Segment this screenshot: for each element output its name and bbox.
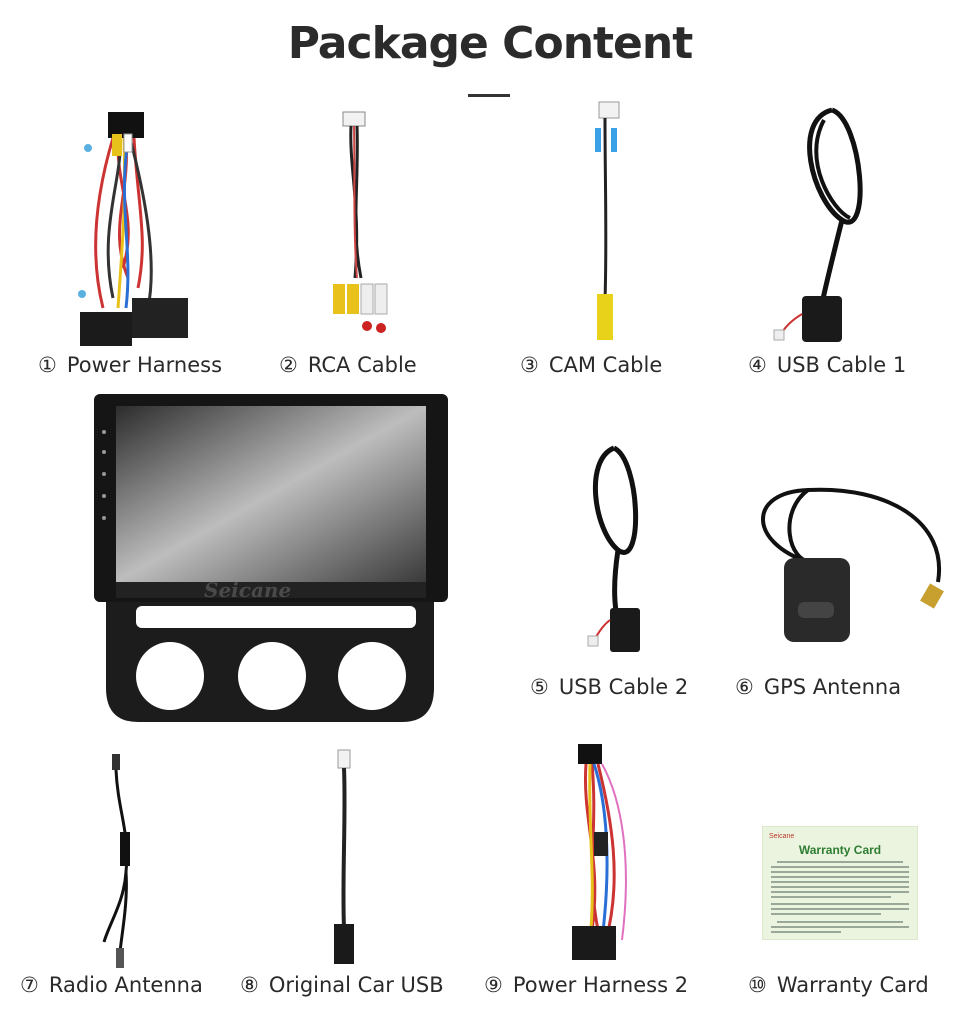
head-unit-image: Seicane: [92, 392, 452, 724]
page-title: Package Content: [287, 18, 694, 69]
brand-watermark: Seicane: [204, 578, 292, 602]
power-harness-2-image: [562, 740, 642, 968]
power-harness-image: [68, 108, 198, 348]
title-divider: [468, 94, 510, 97]
warranty-card-image: Seicane Warranty Card: [762, 826, 918, 940]
warranty-card-title: Warranty Card: [798, 843, 882, 857]
usb-cable-2-image: [574, 440, 654, 658]
gps-antenna-image: [748, 482, 964, 646]
warranty-card-text-lines: [771, 861, 909, 933]
warranty-card-brand: Seicane: [769, 833, 795, 840]
cam-cable-image: [585, 100, 635, 350]
original-car-usb-image: [326, 748, 366, 968]
radio-antenna-image: [96, 752, 146, 972]
usb-cable-1-image: [772, 100, 892, 350]
rca-cable-image: [325, 108, 395, 348]
